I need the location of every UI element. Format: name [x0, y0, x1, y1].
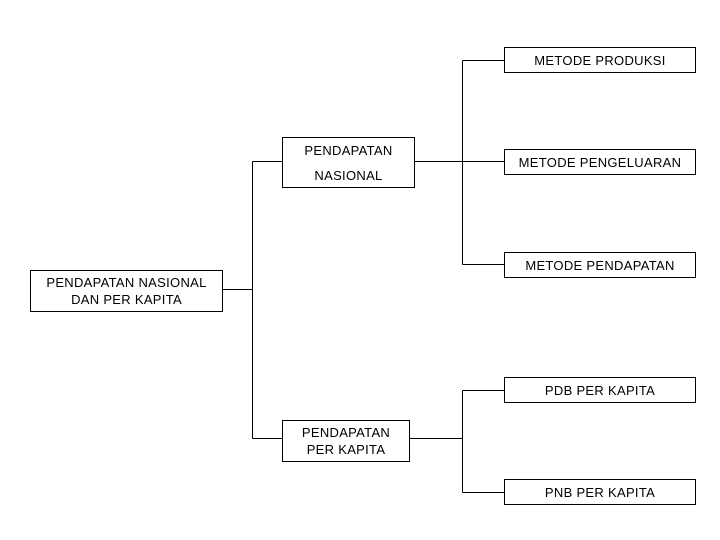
node-nasional-line2: NASIONAL [314, 167, 383, 183]
node-root-line1: PENDAPATAN NASIONAL [46, 275, 207, 290]
node-metode-produksi: METODE PRODUKSI [504, 47, 696, 73]
node-pendapatan-nasional-dan-per-kapita: PENDAPATAN NASIONAL DAN PER KAPITA [30, 270, 223, 312]
node-nasional-line1: PENDAPATAN [304, 142, 393, 158]
node-pdb-per-kapita: PDB PER KAPITA [504, 377, 696, 403]
node-metode-pendapatan: METODE PENDAPATAN [504, 252, 696, 278]
node-pendapatan-nasional: PENDAPATAN NASIONAL [282, 137, 415, 188]
node-kapita-line1: PENDAPATAN [301, 425, 391, 440]
node-pnb-per-kapita-label: PNB PER KAPITA [544, 484, 656, 500]
node-pnb-per-kapita: PNB PER KAPITA [504, 479, 696, 505]
node-metode-pengeluaran-label: METODE PENGELUARAN [518, 154, 682, 170]
node-root-line2: DAN PER KAPITA [71, 292, 182, 307]
node-pendapatan-per-kapita: PENDAPATAN PER KAPITA [282, 420, 410, 462]
node-metode-pengeluaran: METODE PENGELUARAN [504, 149, 696, 175]
node-kapita-line2: PER KAPITA [306, 442, 386, 457]
node-metode-pendapatan-label: METODE PENDAPATAN [525, 257, 675, 273]
node-metode-produksi-label: METODE PRODUKSI [534, 52, 666, 68]
node-pdb-per-kapita-label: PDB PER KAPITA [544, 382, 656, 398]
